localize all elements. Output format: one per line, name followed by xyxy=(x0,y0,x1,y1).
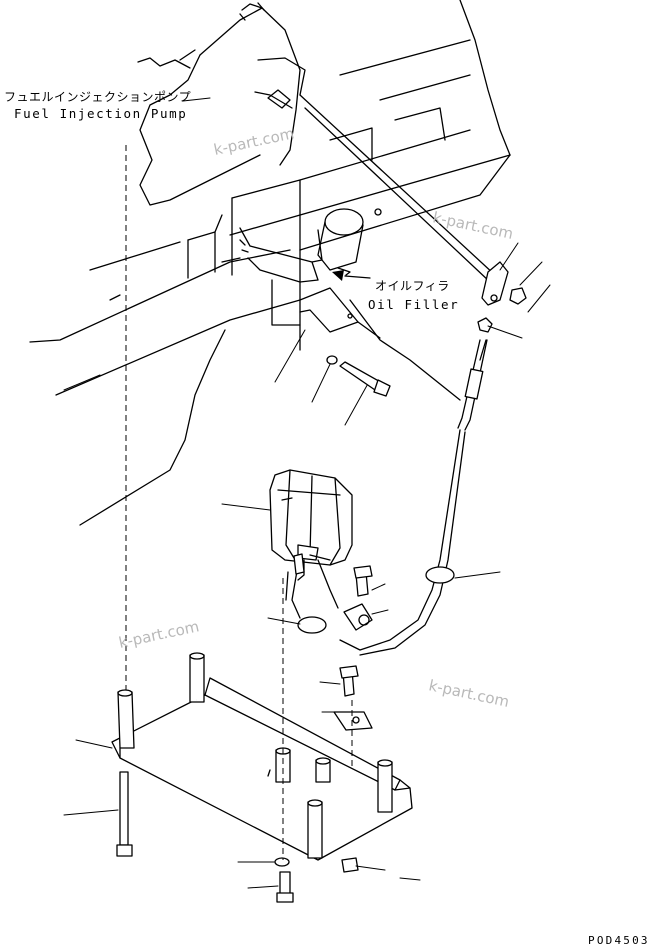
long-bolt xyxy=(63,771,133,857)
bolt-and-plate xyxy=(319,665,373,839)
watermark-bottom: k-part.com xyxy=(427,676,511,711)
oil-filler-pointer xyxy=(332,270,371,281)
leader-lines-upper xyxy=(274,242,551,426)
watermark-left: k-part.com xyxy=(117,617,201,652)
oil-filler-label-jp: オイルフィラ xyxy=(375,279,450,293)
fuel-injection-pump-label-jp: フュエルインジェクションポンプ xyxy=(4,90,191,104)
watermark-top: k-part.com xyxy=(212,124,296,159)
bottom-fasteners xyxy=(237,857,421,903)
washer-and-bolt xyxy=(326,355,391,397)
fuel-tank xyxy=(221,469,353,619)
drawing-code: POD4503 xyxy=(588,934,650,947)
engine-block xyxy=(29,0,511,526)
center-lines xyxy=(125,145,284,860)
fuel-injection-pump-label-en: Fuel Injection Pump xyxy=(14,106,187,121)
hose-fittings xyxy=(267,565,501,634)
throttle-cable xyxy=(299,94,527,656)
fuel-injection-pump-leader xyxy=(182,97,211,102)
oil-filler-label-en: Oil Filler xyxy=(368,297,459,312)
